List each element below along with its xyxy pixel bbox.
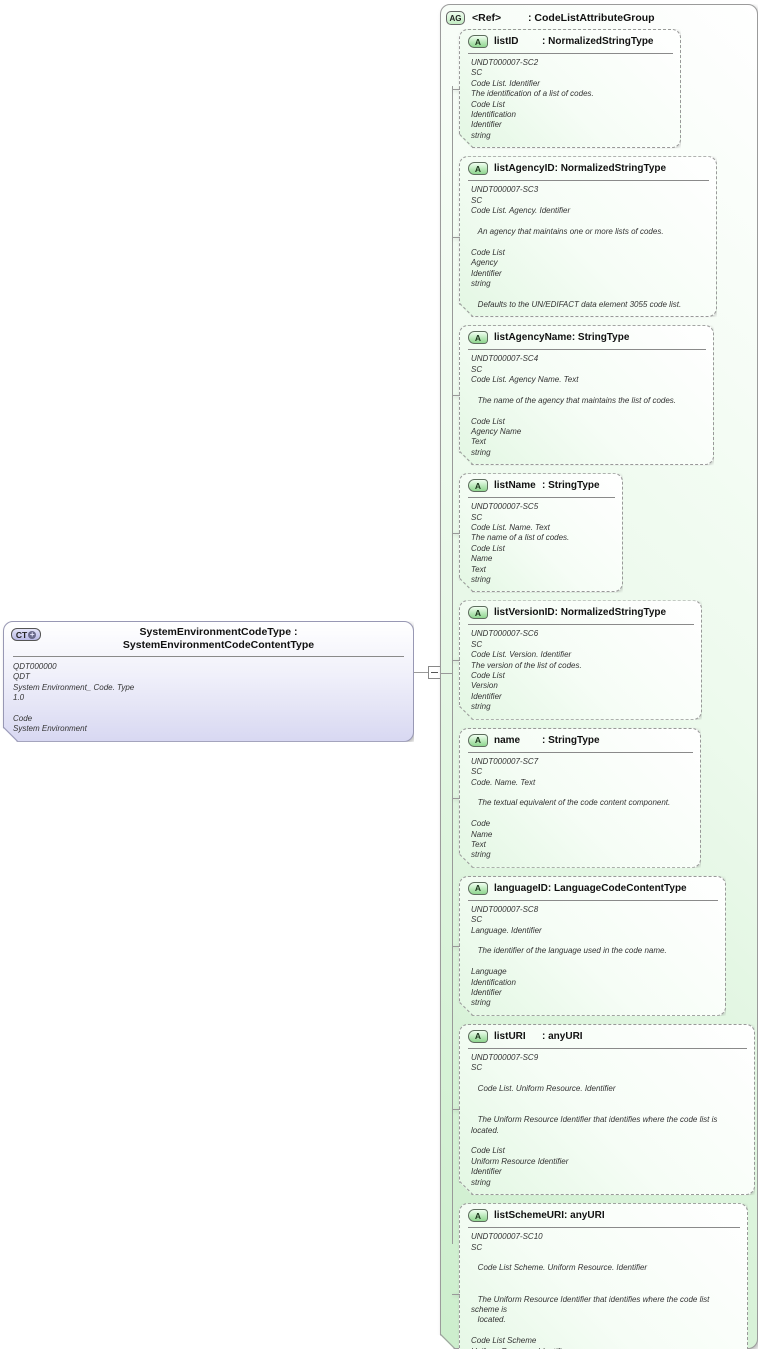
- complex-type-box[interactable]: CT+ SystemEnvironmentCodeType : SystemEn…: [3, 621, 414, 742]
- attribute-type: StringType: [542, 480, 600, 491]
- attribute-annotations: UNDT000007-SC6 SC Code List. Version. Id…: [471, 629, 582, 712]
- attribute-icon: A: [468, 162, 488, 175]
- complex-type-title: SystemEnvironmentCodeType : SystemEnviro…: [122, 626, 315, 651]
- attribute-name: name: [494, 734, 521, 746]
- attribute-annotations: UNDT000007-SC10 SC Code List Scheme. Uni…: [471, 1232, 710, 1355]
- attribute-name: listAgencyName: [494, 332, 572, 344]
- attribute-icon: A: [468, 734, 488, 747]
- header-separator: [468, 349, 706, 350]
- attribute-annotations: UNDT000007-SC9 SC Code List. Uniform Res…: [471, 1052, 718, 1187]
- attribute-annotations: UNDT000007-SC8 SC Language. Identifier T…: [471, 904, 667, 1008]
- attribute-icon: A: [468, 882, 488, 895]
- attribute-group-type: CodeListAttributeGroup: [528, 12, 655, 24]
- attribute-header: A listName StringType: [468, 478, 616, 493]
- complex-type-icon: CT+: [11, 628, 41, 641]
- attribute-group-icon: AG: [446, 11, 465, 25]
- header-separator: [468, 752, 693, 753]
- attribute-stack: A listID NormalizedStringType UNDT000007…: [459, 29, 759, 1355]
- attribute-group-header: AG <Ref> CodeListAttributeGroup: [446, 11, 655, 25]
- attribute-header: A languageID LanguageCodeContentType: [468, 881, 719, 896]
- attribute-annotations: UNDT000007-SC2 SC Code List. Identifier …: [471, 58, 594, 140]
- header-separator: [13, 656, 404, 657]
- attribute-header: A listVersionID NormalizedStringType: [468, 605, 695, 620]
- attribute-name: listURI: [494, 1030, 526, 1042]
- attribute-type: NormalizedStringType: [542, 36, 654, 47]
- attribute-header: A listID NormalizedStringType: [468, 34, 674, 49]
- attribute-type: NormalizedStringType: [555, 163, 667, 174]
- attribute-group-ref: <Ref>: [472, 12, 502, 24]
- attribute-header: A listURI anyURI: [468, 1029, 748, 1044]
- attribute-annotations: UNDT000007-SC7 SC Code. Name. Text The t…: [471, 756, 671, 860]
- attribute-header: A listAgencyID NormalizedStringType: [468, 161, 710, 176]
- attribute-box-listName[interactable]: A listName StringType UNDT000007-SC5 SC …: [459, 473, 623, 592]
- ct-badge-label: CT: [15, 629, 28, 640]
- plus-icon: +: [29, 629, 35, 639]
- attribute-type: LanguageCodeContentType: [548, 883, 687, 894]
- attribute-icon: A: [468, 35, 488, 48]
- attribute-box-listURI[interactable]: A listURI anyURI UNDT000007-SC9 SC Code …: [459, 1024, 755, 1195]
- attribute-box-listAgencyName[interactable]: A listAgencyName StringType UNDT000007-S…: [459, 325, 714, 465]
- attribute-name: languageID: [494, 882, 548, 894]
- attribute-annotations: UNDT000007-SC5 SC Code List. Name. Text …: [471, 502, 570, 585]
- attribute-icon: A: [468, 479, 488, 492]
- attribute-icon: A: [468, 1030, 488, 1043]
- attribute-name: listAgencyID: [494, 163, 555, 175]
- header-separator: [468, 180, 709, 181]
- attribute-icon: A: [468, 606, 488, 619]
- attribute-box-listVersionID[interactable]: A listVersionID NormalizedStringType UND…: [459, 600, 702, 719]
- attribute-group-box[interactable]: AG <Ref> CodeListAttributeGroup A listID…: [440, 4, 758, 1349]
- attribute-name: listSchemeURI: [494, 1210, 565, 1222]
- attribute-box-languageID[interactable]: A languageID LanguageCodeContentType UND…: [459, 876, 726, 1016]
- chamfer-edge: [440, 1334, 455, 1349]
- header-separator: [468, 1227, 740, 1228]
- attribute-box-listSchemeURI[interactable]: A listSchemeURI anyURI UNDT000007-SC10 S…: [459, 1203, 748, 1355]
- attribute-annotations: UNDT000007-SC3 SC Code List. Agency. Ide…: [471, 185, 682, 309]
- complex-type-annotations: QDT000000 QDT System Environment_ Code. …: [13, 662, 135, 734]
- attribute-name: listName: [494, 480, 536, 492]
- attribute-header: A listAgencyName StringType: [468, 330, 707, 345]
- attribute-icon: A: [468, 1209, 488, 1222]
- attribute-header: A name StringType: [468, 733, 694, 748]
- header-separator: [468, 497, 615, 498]
- group-entry-line: [441, 673, 453, 674]
- attribute-box-listID[interactable]: A listID NormalizedStringType UNDT000007…: [459, 29, 681, 148]
- attribute-type: StringType: [572, 332, 630, 343]
- connector-line: [414, 672, 428, 673]
- attribute-type: anyURI: [542, 1031, 583, 1042]
- header-separator: [468, 53, 673, 54]
- attribute-type: NormalizedStringType: [555, 607, 667, 618]
- attribute-box-name[interactable]: A name StringType UNDT000007-SC7 SC Code…: [459, 728, 701, 868]
- attribute-icon: A: [468, 331, 488, 344]
- attribute-name: listVersionID: [494, 607, 555, 619]
- attribute-annotations: UNDT000007-SC4 SC Code List. Agency Name…: [471, 354, 677, 457]
- attribute-box-listAgencyID[interactable]: A listAgencyID NormalizedStringType UNDT…: [459, 156, 717, 317]
- attribute-tree-line: [452, 86, 453, 1244]
- attribute-name: listID: [494, 36, 519, 47]
- attribute-header: A listSchemeURI anyURI: [468, 1208, 741, 1223]
- attribute-type: anyURI: [564, 1210, 605, 1221]
- attribute-type: StringType: [542, 735, 600, 746]
- header-separator: [468, 900, 718, 901]
- header-separator: [468, 624, 694, 625]
- header-separator: [468, 1048, 747, 1049]
